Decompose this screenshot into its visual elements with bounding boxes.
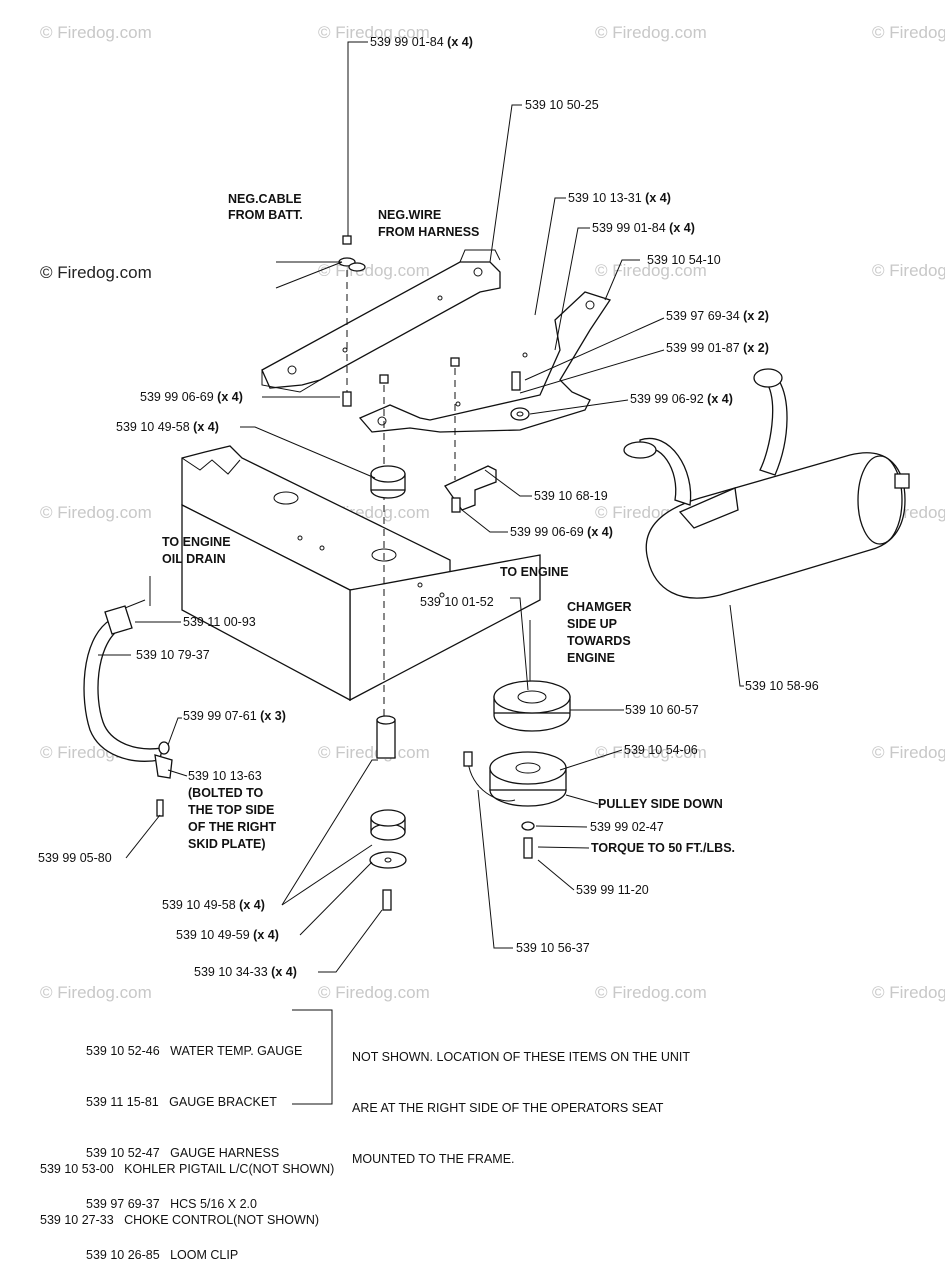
note-label: TORQUE TO 50 FT./LBS.: [591, 841, 735, 855]
note-label: NEG.WIRE: [378, 208, 441, 222]
part-label: 539 99 06-92 (x 4): [630, 392, 733, 406]
note-label: PULLEY SIDE DOWN: [598, 797, 723, 811]
watermark: © Firedog.com: [595, 23, 707, 42]
watermark: © Firedog.com: [318, 261, 430, 280]
bracket-539-10-50-25: [261, 249, 501, 393]
note-line: MOUNTED TO THE FRAME.: [352, 1152, 515, 1166]
part-label: 539 99 07-61 (x 3): [183, 709, 286, 723]
footer-list: 539 10 53-00 KOHLER PIGTAIL L/C(NOT SHOW…: [40, 1127, 334, 1246]
part-label: 539 10 56-37: [516, 941, 590, 955]
watermark: © Firedog.com: [318, 983, 430, 1002]
parts-diagram: © Firedog.com © Firedog.com © Firedog.co…: [38, 23, 945, 1105]
clip-539-10-68-19: [444, 465, 497, 513]
note-label: NEG.CABLE: [228, 192, 302, 206]
list-item: 539 10 26-85 LOOM CLIP: [86, 1248, 239, 1262]
spacer-and-lower-isolator: [369, 715, 407, 911]
watermark-group: © Firedog.com © Firedog.com © Firedog.co…: [40, 23, 945, 1002]
part-label: 539 10 34-33 (x 4): [194, 965, 297, 979]
watermark: © Firedog.com: [40, 503, 152, 522]
muffler-539-10-58-96: [623, 368, 910, 599]
watermark: © Firedog.com: [872, 261, 945, 280]
note-label: THE TOP SIDE: [188, 803, 274, 817]
watermark: © Firedog.com: [872, 743, 945, 762]
bracket-539-10-54-10: [358, 291, 612, 433]
note-label: SKID PLATE): [188, 837, 266, 851]
part-label: 539 10 68-19: [534, 489, 608, 503]
part-label: 539 11 00-93: [183, 615, 256, 629]
part-label: 539 10 01-52: [420, 595, 494, 609]
part-label: 539 10 58-96: [745, 679, 819, 693]
part-label: 539 10 13-63: [188, 769, 262, 783]
callout-labels: 539 99 01-84 (x 4) 539 10 50-25 NEG.CABL…: [38, 35, 819, 979]
part-label: 539 10 54-10: [647, 253, 721, 267]
part-label: 539 99 01-84 (x 4): [370, 35, 473, 49]
part-label: 539 99 01-87 (x 2): [666, 341, 769, 355]
not-shown-note: NOT SHOWN. LOCATION OF THESE ITEMS ON TH…: [352, 1015, 690, 1185]
note-label: OF THE RIGHT: [188, 820, 277, 834]
frame-skid-plate: [181, 445, 541, 702]
part-label: 539 10 54-06: [624, 743, 698, 757]
watermark: © Firedog.com: [595, 983, 707, 1002]
watermark: © Firedog.com: [595, 743, 707, 762]
part-label: 539 10 13-31 (x 4): [568, 191, 671, 205]
part-label: 539 10 49-59 (x 4): [176, 928, 279, 942]
leader-lines: [98, 41, 744, 1105]
note-label: (BOLTED TO: [188, 786, 264, 800]
part-label: 539 97 69-34 (x 2): [666, 309, 769, 323]
note-label: SIDE UP: [567, 617, 617, 631]
watermark: © Firedog.com: [40, 23, 152, 42]
part-label: 539 99 02-47: [590, 820, 664, 834]
list-item: 539 10 52-47 GAUGE HARNESS: [86, 1146, 280, 1160]
watermark: © Firedog.com: [872, 23, 945, 42]
part-label: 539 10 79-37: [136, 648, 210, 662]
list-item: 539 10 27-33 CHOKE CONTROL(NOT SHOWN): [40, 1213, 320, 1227]
list-item: 539 10 52-46 WATER TEMP. GAUGE: [86, 1044, 303, 1058]
note-line: ARE AT THE RIGHT SIDE OF THE OPERATORS S…: [352, 1101, 664, 1115]
part-label: 539 99 05-80: [38, 851, 112, 865]
oil-drain-hose: [83, 599, 173, 817]
part-label: 539 10 50-25: [525, 98, 599, 112]
watermark: © Firedog.com: [40, 983, 152, 1002]
note-label: OIL DRAIN: [162, 552, 226, 566]
part-label: 539 10 60-57: [625, 703, 699, 717]
watermark: © Firedog.com: [595, 261, 707, 280]
list-item: 539 11 15-81 GAUGE BRACKET: [86, 1095, 277, 1109]
part-label: 539 99 11-20: [576, 883, 649, 897]
part-label: 539 10 49-58 (x 4): [162, 898, 265, 912]
isolators-upper: [370, 465, 406, 499]
watermark: © Firedog.com: [872, 983, 945, 1002]
list-item: 539 10 53-00 KOHLER PIGTAIL L/C(NOT SHOW…: [40, 1162, 335, 1176]
note-label: FROM BATT.: [228, 208, 303, 222]
note-label: CHAMGER: [567, 600, 632, 614]
part-label: 539 10 49-58 (x 4): [116, 420, 219, 434]
fasteners-top: [275, 235, 530, 720]
note-label: FROM HARNESS: [378, 225, 479, 239]
note-label: TO ENGINE: [162, 535, 231, 549]
part-label: 539 99 06-69 (x 4): [510, 525, 613, 539]
pto-pulley-and-clutch: [463, 620, 571, 859]
part-label: 539 99 01-84 (x 4): [592, 221, 695, 235]
part-label: 539 99 06-69 (x 4): [140, 390, 243, 404]
watermark: © Firedog.com: [318, 743, 430, 762]
note-label: TOWARDS: [567, 634, 631, 648]
watermark-main: © Firedog.com: [40, 263, 152, 282]
watermark: © Firedog.com: [318, 23, 430, 42]
note-line: NOT SHOWN. LOCATION OF THESE ITEMS ON TH…: [352, 1050, 690, 1064]
note-label: ENGINE: [567, 651, 615, 665]
note-label: TO ENGINE: [500, 565, 569, 579]
